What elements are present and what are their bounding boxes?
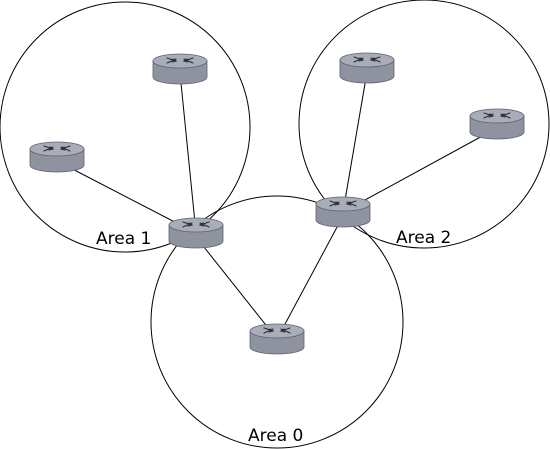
router-icon bbox=[29, 141, 85, 173]
link-r-area2-top-to-r-abr-2 bbox=[342, 71, 368, 213]
link-r-area2-right-to-r-abr-2 bbox=[342, 127, 498, 213]
router-icon bbox=[168, 217, 224, 249]
r-area0-center bbox=[249, 323, 305, 355]
area-0-boundary bbox=[150, 195, 404, 449]
router-icon bbox=[152, 53, 208, 85]
link-r-area1-top-to-r-abr-1 bbox=[179, 72, 197, 234]
r-area2-top bbox=[339, 52, 395, 84]
routers bbox=[29, 52, 525, 355]
r-abr-2 bbox=[315, 196, 371, 228]
area-1-label: Area 1 bbox=[96, 229, 151, 249]
r-abr-1 bbox=[168, 217, 224, 249]
router-icon bbox=[249, 323, 305, 355]
r-area1-left bbox=[29, 141, 85, 173]
link-r-abr-1-to-r-area0-center bbox=[195, 236, 278, 340]
r-area1-top bbox=[152, 53, 208, 85]
area-labels: Area 1 Area 2 Area 0 bbox=[96, 228, 451, 446]
link-r-abr-2-to-r-area0-center bbox=[276, 215, 344, 340]
router-icon bbox=[469, 108, 525, 140]
area-1-boundary bbox=[0, 1, 251, 253]
area-2-label: Area 2 bbox=[396, 228, 451, 248]
links bbox=[56, 71, 498, 340]
r-area2-right bbox=[469, 108, 525, 140]
area-2-boundary bbox=[298, 0, 550, 249]
area-0-label: Area 0 bbox=[248, 426, 303, 446]
router-icon bbox=[339, 52, 395, 84]
router-icon bbox=[315, 196, 371, 228]
